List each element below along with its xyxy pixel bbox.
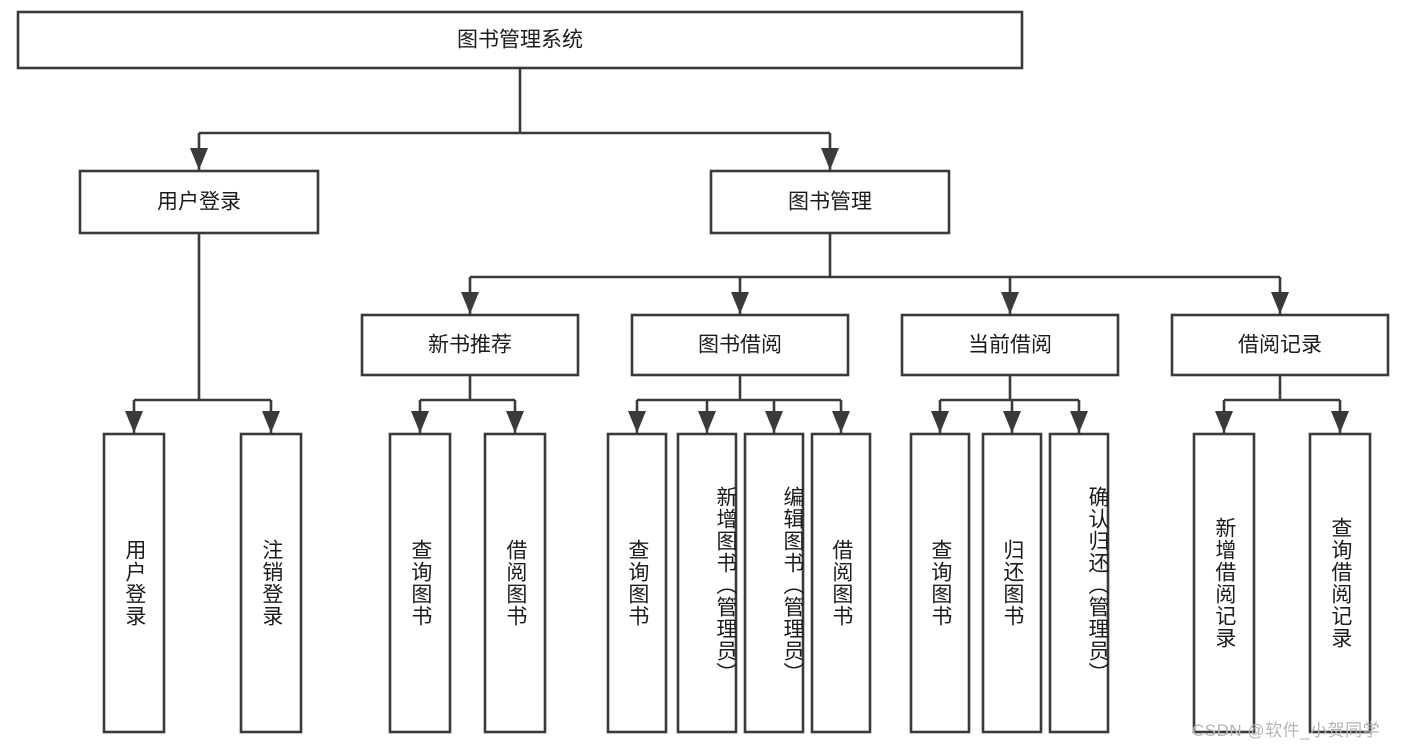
- leaf-leaf-query-book-c-rect: [909, 432, 971, 734]
- leaf-leaf-query-book-a[interactable]: [388, 432, 452, 734]
- node-user-login-label: 用户登录: [157, 191, 241, 214]
- node-new-book-recommend-rect: [360, 313, 580, 377]
- leaf-leaf-return-book[interactable]: [981, 432, 1043, 734]
- node-borrow-record-label: 借阅记录: [1238, 334, 1322, 357]
- leaf-leaf-confirm-return-admin[interactable]: [1048, 432, 1110, 734]
- leaf-leaf-query-borrow-record-rect: [1308, 432, 1372, 734]
- leaf-leaf-logout-login[interactable]: [239, 432, 303, 734]
- node-user-login[interactable]: 用户登录: [78, 169, 320, 235]
- node-book-borrow-rect: [630, 313, 850, 377]
- leaf-leaf-add-borrow-record-rect: [1192, 432, 1256, 734]
- node-book-management[interactable]: 图书管理: [709, 169, 951, 235]
- connector-layer: [125, 68, 1349, 433]
- node-book-borrow-label: 图书借阅: [698, 334, 782, 357]
- leaf-leaf-borrow-book-a[interactable]: [483, 432, 547, 734]
- leaf-leaf-query-book-c[interactable]: [909, 432, 971, 734]
- leaf-leaf-query-book-a-rect: [388, 432, 452, 734]
- leaf-leaf-borrow-book-b[interactable]: [810, 432, 872, 734]
- node-new-book-recommend-label: 新书推荐: [428, 334, 512, 357]
- node-user-login-rect: [78, 169, 320, 235]
- node-new-book-recommend[interactable]: 新书推荐: [360, 313, 580, 377]
- node-book-management-label: 图书管理: [788, 191, 872, 214]
- leaf-leaf-borrow-book-b-rect: [810, 432, 872, 734]
- leaf-leaf-edit-book-admin[interactable]: [743, 432, 805, 734]
- node-current-borrow[interactable]: 当前借阅: [900, 313, 1120, 377]
- leaf-leaf-query-book-b[interactable]: [606, 432, 668, 734]
- node-borrow-record-rect: [1170, 313, 1390, 377]
- node-root-label: 图书管理系统: [457, 29, 583, 52]
- leaf-leaf-add-book-admin-rect: [676, 432, 738, 734]
- leaf-leaf-confirm-return-admin-rect: [1048, 432, 1110, 734]
- leaf-leaf-add-borrow-record[interactable]: [1192, 432, 1256, 734]
- node-current-borrow-rect: [900, 313, 1120, 377]
- node-book-management-rect: [709, 169, 951, 235]
- csdn-watermark: CSDN @软件_小贺同学: [1192, 721, 1381, 740]
- leaf-leaf-return-book-rect: [981, 432, 1043, 734]
- leaf-leaf-borrow-book-a-rect: [483, 432, 547, 734]
- leaf-leaf-query-book-b-rect: [606, 432, 668, 734]
- leaf-leaf-logout-login-rect: [239, 432, 303, 734]
- node-root[interactable]: 图书管理系统: [16, 10, 1024, 70]
- node-borrow-record[interactable]: 借阅记录: [1170, 313, 1390, 377]
- node-root-rect: [16, 10, 1024, 70]
- leaf-leaf-edit-book-admin-rect: [743, 432, 805, 734]
- leaf-leaf-user-login[interactable]: [102, 432, 166, 734]
- node-current-borrow-label: 当前借阅: [968, 334, 1052, 357]
- leaf-leaf-add-book-admin[interactable]: [676, 432, 738, 734]
- node-book-borrow[interactable]: 图书借阅: [630, 313, 850, 377]
- leaf-leaf-query-borrow-record[interactable]: [1308, 432, 1372, 734]
- leaf-leaf-user-login-rect: [102, 432, 166, 734]
